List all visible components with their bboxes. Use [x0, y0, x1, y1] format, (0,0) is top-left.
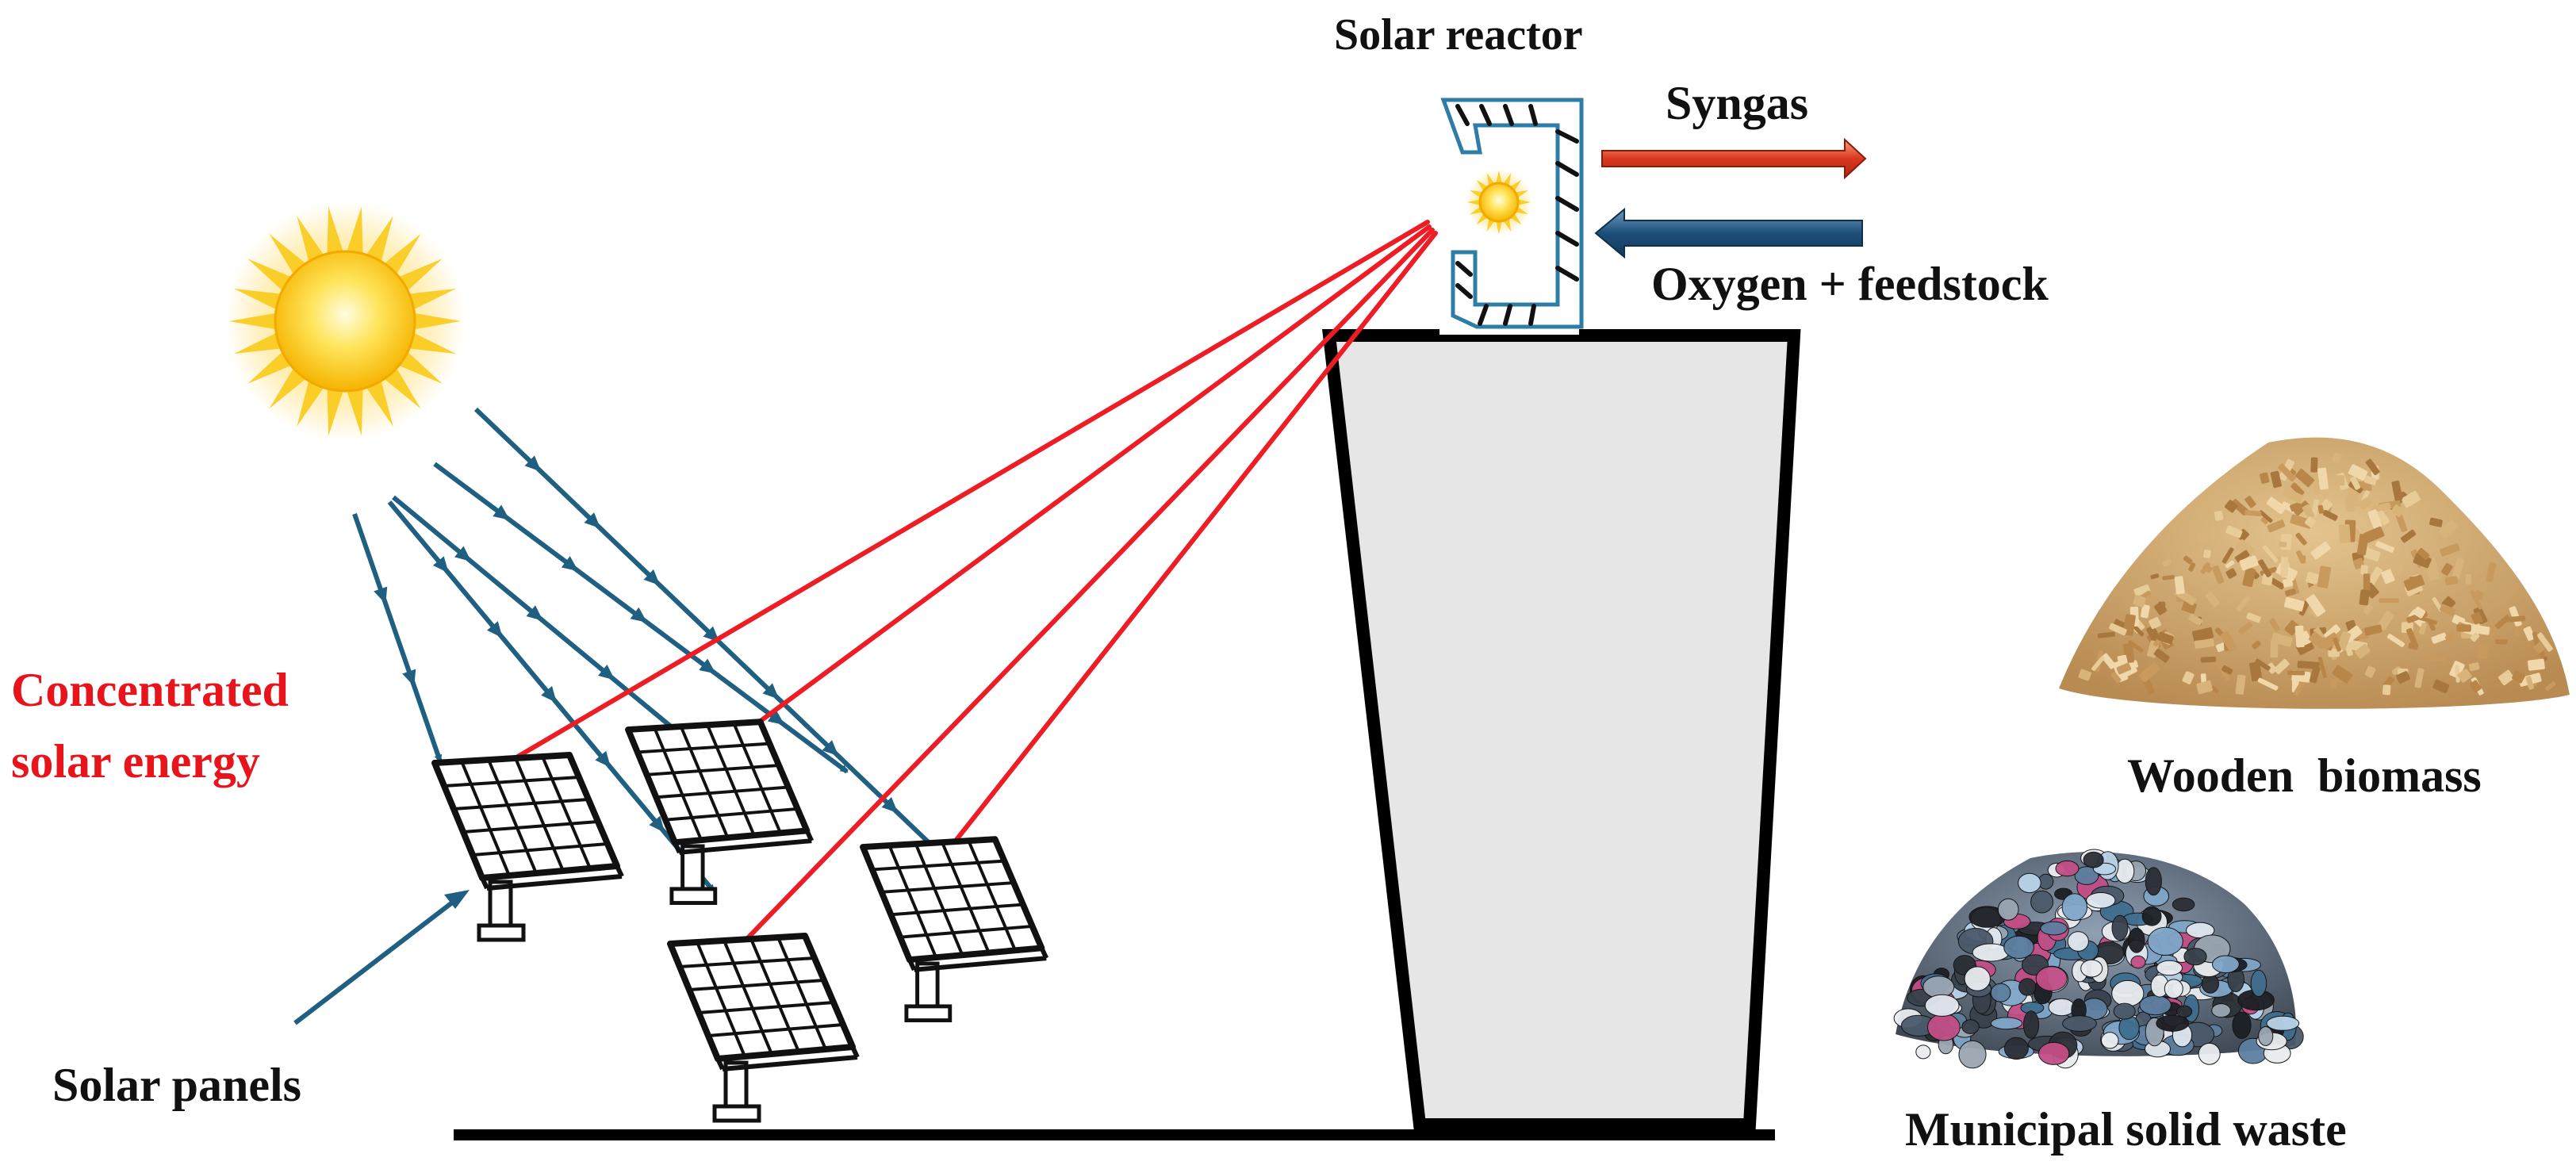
garbage-bags-pile-icon [1893, 849, 2304, 1069]
reflected-ray [703, 224, 1432, 764]
concentrated-rays [483, 220, 1438, 951]
oxygen-feedstock-arrow [1594, 207, 1863, 259]
solar-reactor-label: Solar reactor [1334, 10, 1583, 59]
concentrated-solar-energy-label-line1: Concentrated [11, 664, 289, 716]
syngas-arrow [1601, 137, 1867, 180]
reflected-ray [483, 220, 1430, 778]
municipal-solid-waste-label: Municipal solid waste [1905, 1103, 2347, 1156]
sun-icon [224, 201, 466, 442]
reflected-ray [735, 228, 1435, 951]
syngas-label: Syngas [1666, 77, 1809, 129]
oxygen-feedstock-label: Oxygen + feedstock [1651, 258, 2049, 310]
wooden-biomass-label: Wooden biomass [2127, 749, 2482, 802]
wood-chips-pile-icon [2059, 437, 2570, 709]
solar-panel-icon [431, 752, 624, 942]
solar-reactor-icon [1439, 98, 1584, 335]
solar-tower [1322, 329, 1801, 1131]
reflected-ray [953, 231, 1438, 843]
concentrated-solar-energy-label-line2: solar energy [11, 735, 260, 788]
solar-panels-group [431, 719, 1048, 1123]
ray-direction-markers [374, 455, 899, 833]
solar-panels-pointer-arrow [293, 890, 470, 1025]
solar-panel-icon [860, 836, 1048, 1022]
sun-ray [352, 513, 443, 763]
solar-panels-label: Solar panels [52, 1059, 301, 1111]
reactor-sun-icon [1466, 169, 1532, 236]
solar-panel-icon [667, 933, 860, 1123]
solar-panel-icon [625, 719, 814, 905]
